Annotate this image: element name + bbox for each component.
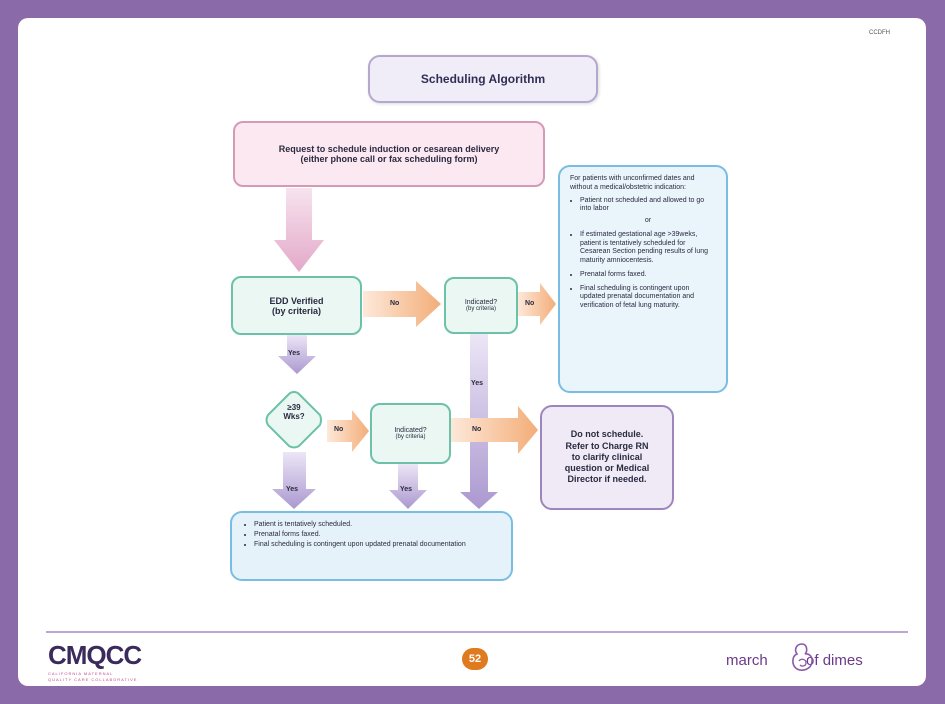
arrow-diamond-to-indicated [327,410,369,452]
arrow-diamond-to-result [272,452,316,509]
footer-divider [46,631,908,633]
edd-line1: EDD Verified [269,295,324,306]
note-item: If estimated gestational age >39weks, pa… [580,231,716,266]
cmqcc-subtitle-1: CALIFORNIA MATERNAL [48,671,114,676]
dont-line4: question or Medical [564,463,650,474]
request-box: Request to schedule induction or cesarea… [233,121,545,187]
page-number-badge: 52 [462,648,488,670]
result-item: Final scheduling is contingent upon upda… [254,541,503,548]
arrow-edd-to-diamond [278,335,316,374]
note-intro: For patients with unconfirmed dates and … [570,175,695,191]
diamond-label: ≥39 Wks? [264,403,324,421]
note-list: Patient not scheduled and allowed to go … [570,197,716,311]
mod-right-text: of dimes [806,652,863,669]
result-item: Prenatal forms faxed. [254,531,503,538]
note-or: or [644,217,652,224]
label-yes-indicated-top: Yes [471,380,484,387]
unconfirmed-dates-note: For patients with unconfirmed dates and … [558,165,728,393]
label-no-indicated-mid: No [472,426,482,433]
label-yes-indicated-mid: Yes [400,486,413,493]
dont-line1: Do not schedule. [570,429,644,440]
indicated-mid-line2: (by criteria) [395,434,426,440]
arrow-indicatedmid-to-result [389,464,427,509]
slide-title: Scheduling Algorithm [368,55,598,103]
dont-line5: Director if needed. [567,474,647,485]
do-not-schedule-box: Do not schedule. Refer to Charge RN to c… [540,405,674,510]
dont-line3: to clarify clinical [571,451,643,462]
indicated-mid-line1: Indicated? [394,427,427,434]
gestation-diamond [265,390,322,449]
indicated-top-line2: (by criteria) [465,306,496,312]
indicated-mid-box: Indicated? (by criteria) [370,403,451,464]
diamond-line1: ≥39 [287,403,301,412]
diamond-line2: Wks? [283,412,305,422]
arrow-request-to-edd [274,188,324,272]
arrow-indicated-to-note [518,283,556,325]
march-of-dimes-logo: march of dimes [726,652,863,669]
edd-line2: (by criteria) [271,305,322,316]
label-yes-edd: Yes [288,350,301,357]
mod-left-text: march [726,652,768,669]
corner-tag: CCDFH [869,30,890,36]
mother-child-icon [792,643,813,671]
arrow-indicated-to-dont [450,406,538,454]
dont-line2: Refer to Charge RN [565,440,649,451]
label-no-edd: No [390,300,400,307]
result-item: Patient is tentatively scheduled. [254,521,503,528]
label-no-diamond: No [334,426,344,433]
indicated-top-box: Indicated? (by criteria) [444,277,518,334]
note-item: Final scheduling is contingent upon upda… [580,285,716,311]
result-list: Patient is tentatively scheduled. Prenat… [240,521,503,548]
label-no-indicated-top: No [525,300,535,307]
flow-arrows [272,188,556,509]
request-line2: (either phone call or fax scheduling for… [300,154,478,164]
label-yes-diamond: Yes [286,486,299,493]
indicated-top-line1: Indicated? [464,299,498,306]
note-item: Prenatal forms faxed. [580,271,716,280]
arrow-edd-to-indicated [363,281,441,327]
slide: CCDFH Scheduling Algorithm [18,18,926,686]
note-item: Patient not scheduled and allowed to go … [580,197,716,215]
edd-verified-box: EDD Verified (by criteria) [231,276,362,335]
cmqcc-logo: CMQCC [48,640,142,670]
cmqcc-subtitle-2: QUALITY CARE COLLABORATIVE [48,677,138,682]
request-line1: Request to schedule induction or cesarea… [278,144,500,154]
scheduled-result-box: Patient is tentatively scheduled. Prenat… [230,511,513,581]
